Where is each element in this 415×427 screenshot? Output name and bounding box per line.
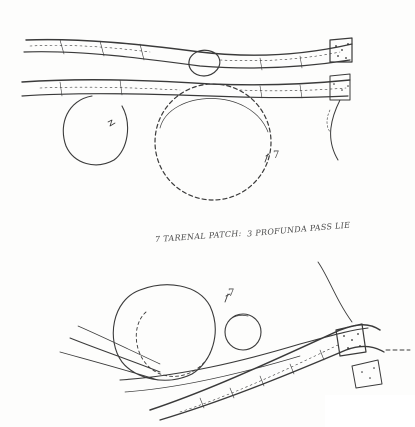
corner-patch <box>325 395 415 427</box>
stipple-dots <box>333 43 375 379</box>
upper-marker-label: 7 <box>273 150 280 161</box>
lower-marker-label: 7 <box>228 288 235 299</box>
upper-drawing <box>22 38 352 200</box>
